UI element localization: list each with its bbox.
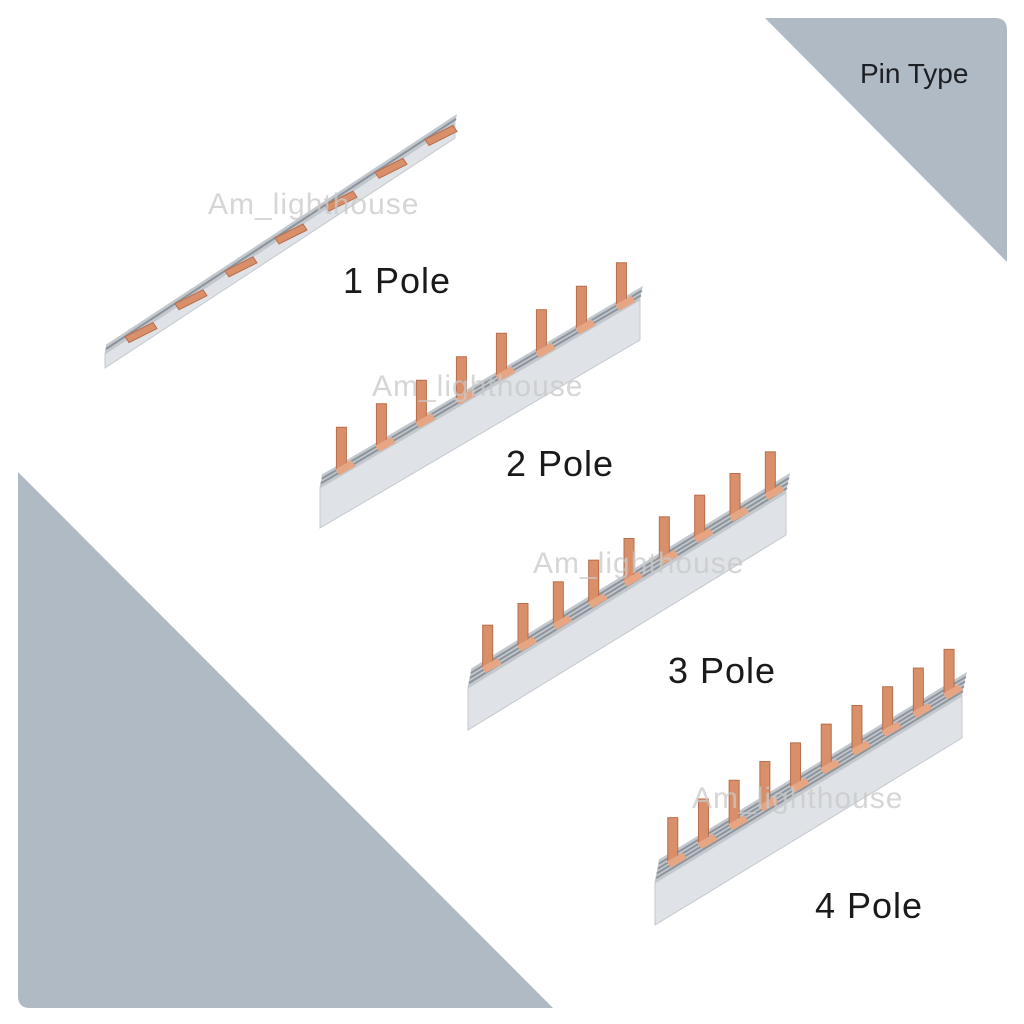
label-3-pole: 3 Pole: [668, 650, 777, 691]
copper-pin: [882, 686, 894, 732]
copper-pin-foot: [693, 528, 714, 544]
copper-pin-foot: [375, 436, 396, 452]
copper-pin-foot: [728, 815, 749, 831]
watermark: Am_lighthouse: [533, 547, 745, 580]
copper-pin: [517, 603, 529, 646]
copper-pin: [374, 157, 408, 179]
bottom-left-panel: [18, 472, 553, 1008]
copper-pin-foot: [850, 740, 871, 756]
copper-pin-foot: [729, 506, 749, 522]
copper-pin: [615, 262, 627, 306]
copper-pin-foot: [789, 777, 810, 793]
copper-pin: [124, 321, 158, 344]
pin-type-title: Pin Type: [860, 58, 969, 89]
copper-pin-foot: [587, 593, 608, 609]
copper-pin: [535, 309, 547, 353]
busbar-2-pole: [319, 262, 643, 529]
copper-pin: [224, 256, 258, 278]
copper-pin-foot: [912, 703, 933, 719]
copper-pin: [375, 403, 387, 447]
copper-pin-foot: [658, 549, 679, 565]
copper-pin-foot: [764, 484, 785, 500]
copper-pin: [729, 473, 741, 516]
busbar-4-pole: [654, 648, 967, 926]
watermark: Am_lighthouse: [692, 782, 904, 815]
copper-pin-foot: [575, 319, 596, 335]
copper-pin-foot: [943, 684, 964, 700]
copper-pin-foot: [335, 460, 356, 476]
bar-front: [654, 695, 963, 926]
copper-pin: [482, 624, 494, 668]
copper-pin: [424, 124, 458, 147]
copper-pin: [552, 581, 564, 625]
copper-pin: [764, 451, 776, 495]
label-1-pole: 1 Pole: [343, 260, 452, 301]
copper-pin: [274, 223, 308, 245]
copper-pin-foot: [415, 413, 436, 429]
bar-front: [467, 492, 787, 731]
watermark: Am_lighthouse: [208, 188, 420, 221]
copper-pin-foot: [697, 833, 718, 849]
bar-front: [319, 299, 641, 529]
busbar-3-pole: [467, 451, 790, 731]
copper-pin: [575, 285, 587, 329]
copper-pin-foot: [552, 614, 573, 630]
copper-pin-foot: [623, 571, 643, 587]
copper-pin-foot: [481, 658, 502, 674]
copper-pin-foot: [455, 389, 476, 405]
copper-pin: [495, 332, 507, 376]
copper-pin: [324, 190, 358, 212]
copper-pin: [790, 742, 802, 788]
label-4-pole: 4 Pole: [815, 885, 924, 926]
copper-pin: [335, 426, 347, 470]
copper-pin: [667, 817, 679, 863]
copper-pin-foot: [495, 366, 516, 382]
copper-pin: [820, 723, 832, 769]
copper-pin-foot: [881, 721, 902, 737]
copper-pin-foot: [535, 342, 556, 358]
watermark: Am_lighthouse: [372, 370, 584, 403]
top-right-panel: [765, 18, 1007, 262]
copper-pin-foot: [758, 796, 779, 812]
copper-pin: [943, 648, 955, 694]
copper-pin-foot: [820, 759, 841, 775]
busbar-1-pole: [104, 114, 458, 369]
copper-pin: [912, 667, 924, 713]
copper-pin: [174, 289, 208, 311]
bar-front: [104, 123, 456, 369]
label-2-pole: 2 Pole: [506, 443, 615, 484]
copper-pin-foot: [666, 852, 687, 868]
copper-pin: [694, 494, 706, 538]
copper-pin-foot: [517, 636, 537, 652]
copper-pin: [851, 704, 863, 750]
copper-pin-foot: [615, 295, 636, 311]
